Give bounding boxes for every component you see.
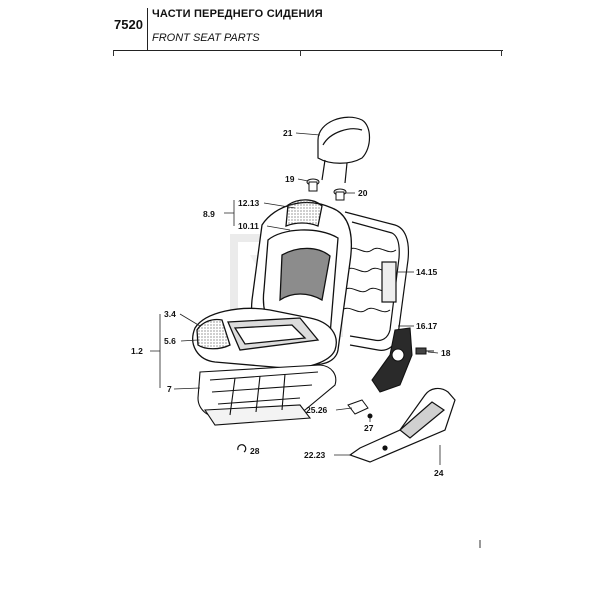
headrest xyxy=(317,116,371,184)
callout-14-15: 14.15 xyxy=(416,267,438,277)
leader-lines xyxy=(150,132,441,465)
callout-5-6: 5.6 xyxy=(164,336,176,346)
recliner-mechanism xyxy=(371,327,413,393)
title-russian: ЧАСТИ ПЕРЕДНЕГО СИДЕНИЯ xyxy=(152,8,323,20)
seatback-frame xyxy=(341,211,410,351)
callout-16-17: 16.17 xyxy=(416,321,438,331)
header-rule xyxy=(113,50,503,51)
rule-tick-left xyxy=(113,50,114,56)
callout-19: 19 xyxy=(285,174,295,184)
callout-25-26: 25.26 xyxy=(306,405,328,415)
callout-7: 7 xyxy=(167,384,172,394)
side-cover xyxy=(348,387,456,463)
callout-10-11: 10.11 xyxy=(238,221,259,231)
rule-tick-right xyxy=(501,50,502,56)
headrest-guide-20 xyxy=(333,188,347,201)
screw-28 xyxy=(237,444,247,453)
callout-1-2: 1.2 xyxy=(131,346,143,356)
header-divider xyxy=(147,8,148,50)
callout-27: 27 xyxy=(364,423,374,433)
callout-21: 21 xyxy=(283,128,293,138)
seat-cushion xyxy=(192,307,337,369)
title-english: FRONT SEAT PARTS xyxy=(152,32,260,44)
callout-8-9: 8.9 xyxy=(203,209,215,219)
callout-24: 24 xyxy=(434,468,444,478)
bolt-18 xyxy=(415,347,434,355)
callout-28: 28 xyxy=(250,446,260,456)
headrest-guide-19 xyxy=(306,178,320,192)
rule-tick-middle xyxy=(300,50,301,56)
callout-20: 20 xyxy=(358,188,368,198)
callout-labels: 21 19 20 12.13 8.9 10.11 14.15 3.4 16.17… xyxy=(131,128,451,478)
callout-22-23: 22.23 xyxy=(304,450,326,460)
seat-frame xyxy=(197,364,337,426)
callout-12-13: 12.13 xyxy=(238,198,260,208)
callout-18: 18 xyxy=(441,348,451,358)
diagram-code: 7520 xyxy=(114,17,143,32)
lever-25-26 xyxy=(347,399,373,419)
callout-3-4: 3.4 xyxy=(164,309,176,319)
